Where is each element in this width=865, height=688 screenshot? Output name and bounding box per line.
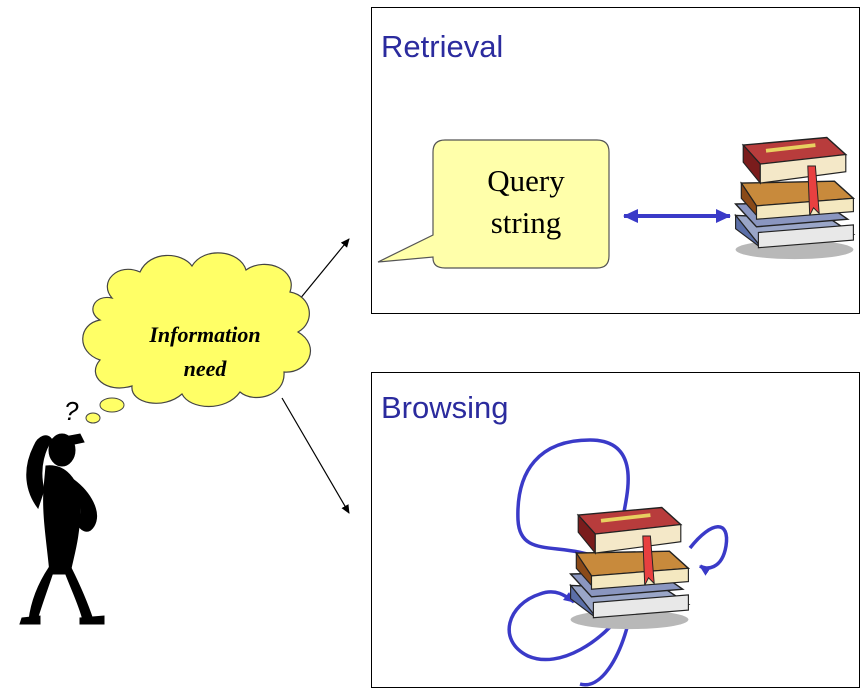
browsing-books-icon [568,505,691,632]
browsing-title: Browsing [381,390,509,425]
cloud-line-2: need [183,356,227,381]
thought-bubble-small-1 [99,397,125,413]
query-bubble-text: Query string [445,160,607,244]
retrieval-books-icon [733,135,856,262]
browsing-loops [507,438,729,687]
thought-bubble-small-2 [85,412,101,424]
information-need-cloud [82,252,311,407]
arrow-to-browsing [281,397,350,514]
cloud-line-1: Information [149,322,261,347]
query-line-2: string [490,205,562,240]
thinking-person-icon [19,433,105,625]
cloud-text: Information need [118,318,292,386]
retrieval-title: Retrieval [381,29,504,64]
query-line-1: Query [487,163,565,198]
query-speech-bubble [377,139,610,269]
question-mark: ? [64,396,79,426]
